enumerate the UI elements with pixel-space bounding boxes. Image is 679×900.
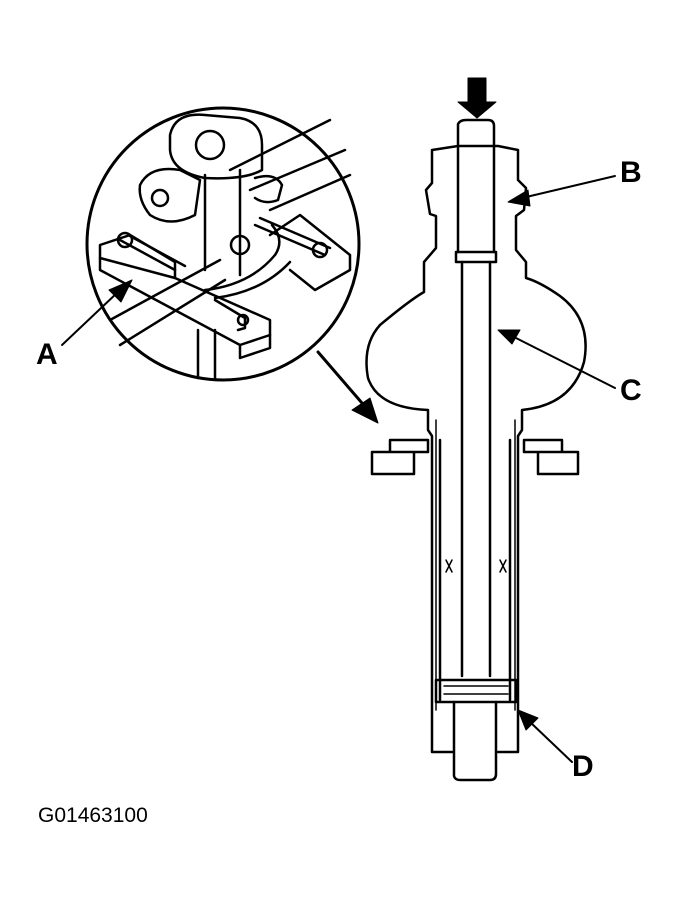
rod-bottom <box>452 700 498 782</box>
piston-rod-upper <box>456 144 496 254</box>
figure-id: G01463100 <box>38 804 148 827</box>
inner-cylinder <box>438 438 512 702</box>
callout-label-d: D <box>572 750 594 783</box>
callout-d-leader <box>529 721 573 763</box>
strut-assembly <box>365 77 587 782</box>
shaft-lower <box>196 328 217 380</box>
bracket-right <box>522 438 580 476</box>
nut-face <box>236 313 250 327</box>
bolt-right <box>253 216 332 257</box>
bracket-left <box>370 438 430 476</box>
separator-bar-edge <box>238 333 272 360</box>
yoke <box>138 167 202 223</box>
top-joint <box>168 113 264 180</box>
piston-rings <box>443 685 509 695</box>
joint-hole <box>194 129 226 161</box>
inset-circle <box>85 106 361 382</box>
outer-tube-walls <box>435 419 516 711</box>
callout-c-arrowhead <box>497 329 521 345</box>
separator-plate-right <box>268 213 352 292</box>
rod-top <box>456 118 496 148</box>
yoke-hole <box>150 188 170 208</box>
bolt-head-right <box>311 241 329 259</box>
callout-label-c: C <box>620 374 642 407</box>
callout-b-leader <box>521 175 616 199</box>
rod-collar <box>454 250 498 264</box>
nut <box>213 298 247 332</box>
yoke-right <box>253 174 284 204</box>
rod-guide-marks <box>445 559 507 573</box>
shaft <box>203 168 242 277</box>
press-arrow <box>457 77 497 119</box>
detail-inset <box>85 106 361 382</box>
separator-bar <box>98 256 272 347</box>
callout-label-a: A <box>36 338 58 371</box>
bolt-hole <box>229 234 251 256</box>
bolt-head-left <box>116 231 134 249</box>
piston <box>434 678 518 704</box>
callout-c-leader <box>511 335 616 389</box>
inset-link-arrowhead <box>351 397 379 424</box>
strut-housing <box>365 144 587 754</box>
callout-b-arrowhead <box>507 189 531 207</box>
inset-link-arrow-line <box>316 350 370 412</box>
callout-d-arrowhead <box>517 709 539 731</box>
callout-label-b: B <box>620 156 642 189</box>
frame-lines-lower <box>108 258 227 347</box>
piston-rod <box>460 260 492 678</box>
frame-lines <box>228 118 352 212</box>
bearing-ring-outer <box>213 260 292 300</box>
callout-a-leader <box>61 291 119 346</box>
callout-a-arrowhead <box>108 279 133 303</box>
